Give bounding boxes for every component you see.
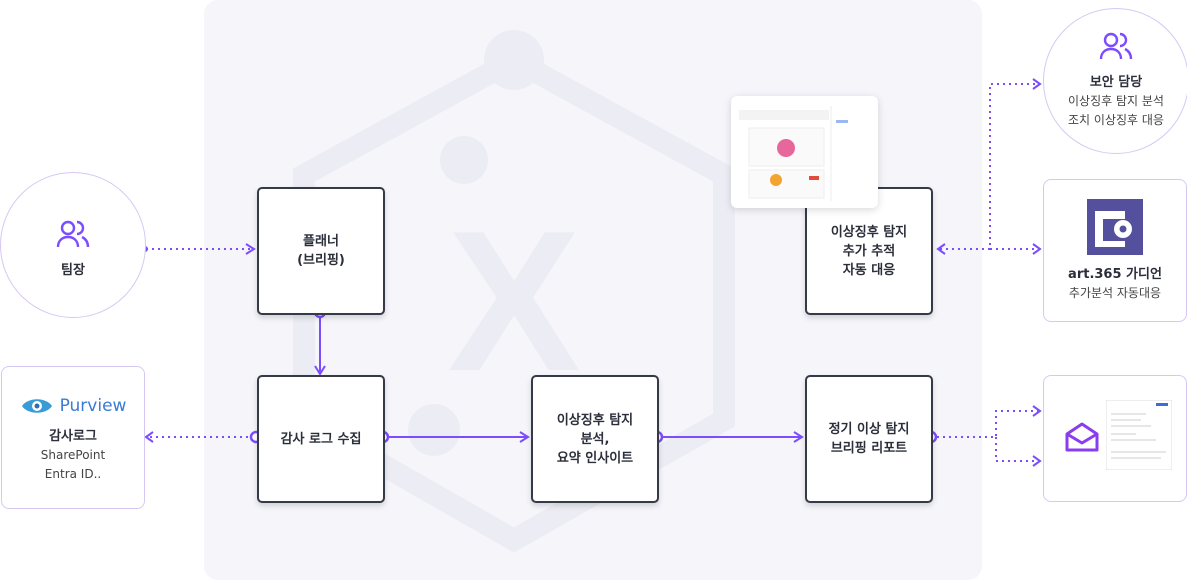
guardian-title: art.365 가디언 [1068,267,1162,282]
purview-card: Purview 감사로그 SharePoint Entra ID.. [1,366,145,509]
audit-log-node[interactable]: 감사 로그 수집 [257,375,385,503]
security-line2: 조치 이상징후 대응 [1068,113,1164,127]
purview-brand: Purview [59,395,127,416]
purview-line2: Entra ID.. [44,467,102,481]
security-officer-circle: 보안 담당 이상징후 탐지 분석 조치 이상징후 대응 [1043,8,1187,154]
art365-logo-icon [1087,199,1143,255]
leader-circle: 팀장 [0,172,146,318]
guardian-card: art.365 가디언 추가분석 자동대응 [1043,179,1187,322]
envelope-open-icon [1065,422,1099,452]
report-document-preview [1106,400,1172,470]
security-line1: 이상징후 탐지 분석 [1068,94,1164,108]
users-icon [1099,32,1133,60]
leader-title: 팀장 [61,263,85,278]
guardian-line1: 추가분석 자동대응 [1068,286,1162,300]
tracking-node[interactable]: 이상징후 탐지 추가 추적 자동 대응 [805,187,933,315]
purview-eye-icon [21,399,52,413]
analysis-node[interactable]: 이상징후 탐지 분석, 요약 인사이트 [531,375,659,503]
dashboard-thumbnail [731,96,878,208]
purview-title: 감사로그 [49,429,97,444]
security-title: 보안 담당 [1089,75,1143,90]
purview-line1: SharePoint [40,448,106,462]
planner-node[interactable]: 플래너 (브리핑) [257,187,385,315]
email-card [1043,375,1187,502]
users-icon [56,220,90,248]
dashboard-preview-image [739,106,848,201]
report-node[interactable]: 정기 이상 탐지 브리핑 리포트 [805,375,933,503]
